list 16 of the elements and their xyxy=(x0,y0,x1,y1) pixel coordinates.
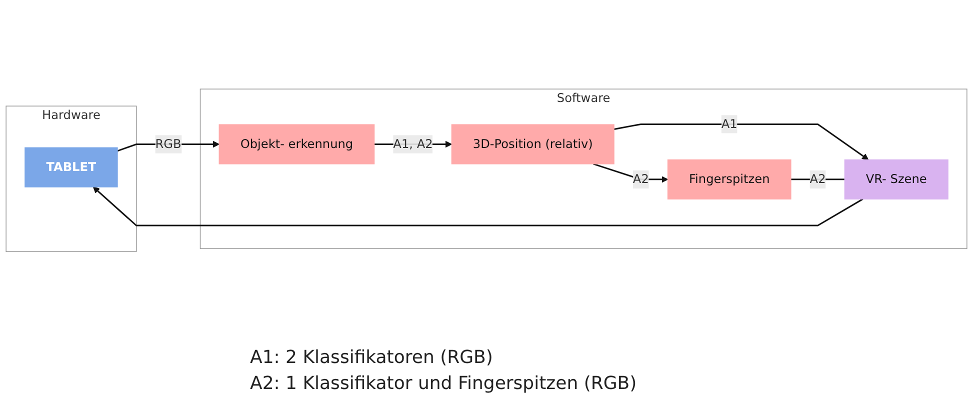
note-text: A1: 2 Klassifikatoren (RGB) xyxy=(250,346,494,370)
arrow xyxy=(593,162,668,182)
edge-label: A2 xyxy=(632,172,649,186)
edge-label: A2 xyxy=(810,172,826,186)
edge-label: A1, A2 xyxy=(393,136,433,151)
node-box: VR- Szene xyxy=(844,159,948,200)
node-box: 3D-Position (relativ) xyxy=(451,124,614,164)
node-box: Fingerspitzen xyxy=(667,159,792,200)
arrow xyxy=(92,186,864,226)
connector xyxy=(790,178,845,180)
node-box: TABLET xyxy=(24,146,118,187)
edge-label: RGB xyxy=(155,136,182,151)
arrow xyxy=(614,123,869,160)
edge-label: A1 xyxy=(721,116,738,131)
node-box: Objekt- erkennung xyxy=(218,124,375,164)
note-text: A2: 1 Klassifikator und Fingerspitzen (RGB) xyxy=(250,372,637,396)
